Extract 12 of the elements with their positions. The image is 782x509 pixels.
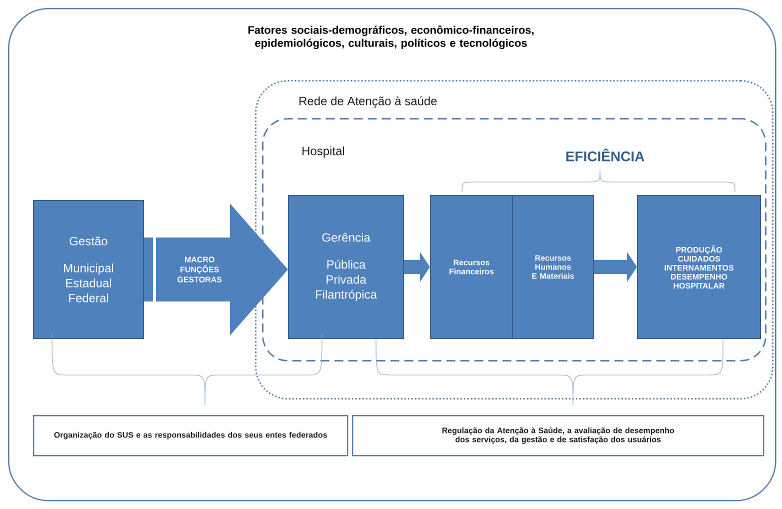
text-box: Organização do SUS e as responsabilidades dos seus entes federados [33,415,348,456]
block-arrow [144,204,288,336]
process-box: Gerência Pública Privada Filantrópica [288,195,404,339]
block-arrow [404,252,430,282]
process-box: Gestão Municipal Estadual Federal [33,200,144,339]
block-arrow [594,252,637,282]
text-box: Regulação da Atenção à Saúde, a avaliação de desempenho dos serviços, da gestão e de satisfação dos usuários [352,415,764,456]
process-box: Recursos Financeiros [430,195,513,339]
process-box: PRODUÇÃO CUIDADOS INTERNAMENTOS DESEMPENHO HOSPITALAR [637,195,761,339]
edge-label: MACRO FUNÇÕES GESTORAS [178,256,222,282]
process-box: Recursos Humanos E Materiais [512,195,594,339]
heading: EFICIÊNCIA [566,148,644,162]
